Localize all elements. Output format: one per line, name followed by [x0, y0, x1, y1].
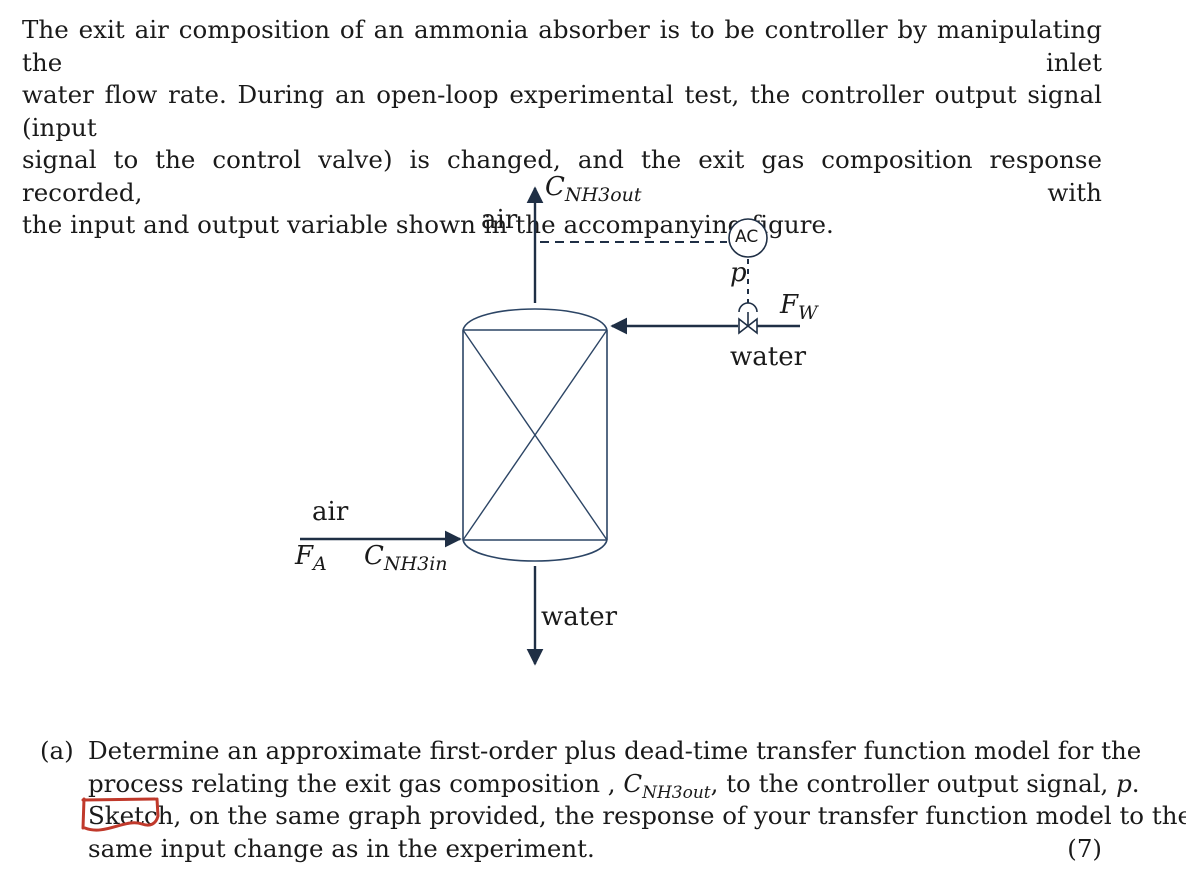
c-out-label: CNH3out: [545, 172, 642, 206]
intro-line-1: The exit air composition of an ammonia a…: [22, 15, 1102, 77]
intro-line-2: water flow rate. During an open-loop exp…: [22, 80, 1102, 142]
question-line-3: Sketch, on the same graph provided, the …: [81, 797, 1186, 833]
analyzer-controller-circle: [728, 218, 768, 258]
sketch-word: Sketch: [81, 797, 173, 833]
water-outlet-label: water: [541, 602, 618, 632]
problem-statement: The exit air composition of an ammonia a…: [22, 14, 1102, 242]
question-line-1: Determine an approximate first-order plu…: [88, 736, 1142, 765]
red-annotation-mark: [81, 797, 160, 832]
control-valve-icon: [738, 302, 758, 335]
fw-label: FW: [780, 290, 818, 324]
intro-line-4: the input and output variable shown in t…: [22, 210, 834, 239]
water-inlet-label: water: [730, 342, 807, 372]
question-marks: (7): [1067, 833, 1102, 863]
c-in-label: CNH3in: [364, 541, 448, 575]
ac-label: AC: [735, 227, 759, 247]
question-label: (a): [40, 736, 74, 765]
top-air-label: air: [481, 205, 518, 235]
question-line-4: same input change as in the experiment.: [88, 833, 595, 863]
absorber-column: [462, 308, 608, 562]
question-line-2: process relating the exit gas compositio…: [88, 768, 1140, 803]
question-a: (a) Determine an approximate first-order…: [40, 735, 1186, 865]
fa-label: FA: [295, 541, 327, 575]
intro-line-3: signal to the control valve) is changed,…: [22, 145, 1102, 207]
bottom-air-label: air: [312, 497, 349, 527]
signal-p-label: p: [730, 258, 747, 288]
